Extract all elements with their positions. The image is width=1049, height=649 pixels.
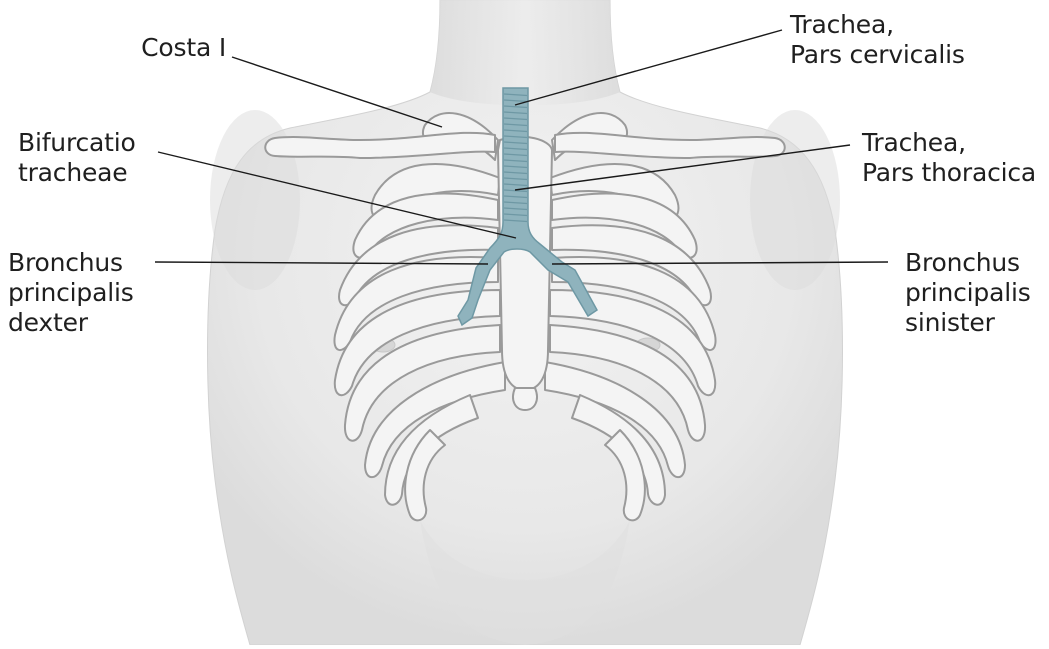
label-line: sinister — [905, 308, 1031, 338]
label-line: principalis — [905, 278, 1031, 308]
label-costa-i: Costa I — [120, 33, 226, 63]
label-bifurcatio-tracheae: Bifurcatio tracheae — [18, 128, 136, 188]
label-line: Bifurcatio — [18, 128, 136, 158]
label-line: Trachea, — [790, 10, 965, 40]
label-line: Trachea, — [862, 128, 1036, 158]
label-line: principalis — [8, 278, 134, 308]
label-bronchus-principalis-sinister: Bronchus principalis sinister — [905, 248, 1031, 338]
label-line: dexter — [8, 308, 134, 338]
label-trachea-pars-thoracica: Trachea, Pars thoracica — [862, 128, 1036, 188]
label-line: Bronchus — [905, 248, 1031, 278]
label-line: Pars cervicalis — [790, 40, 965, 70]
xiphoid — [513, 388, 537, 410]
label-line: tracheae — [18, 158, 136, 188]
label-trachea-pars-cervicalis: Trachea, Pars cervicalis — [790, 10, 965, 70]
label-line: Costa I — [120, 33, 226, 63]
label-line: Pars thoracica — [862, 158, 1036, 188]
label-line: Bronchus — [8, 248, 134, 278]
label-bronchus-principalis-dexter: Bronchus principalis dexter — [8, 248, 134, 338]
